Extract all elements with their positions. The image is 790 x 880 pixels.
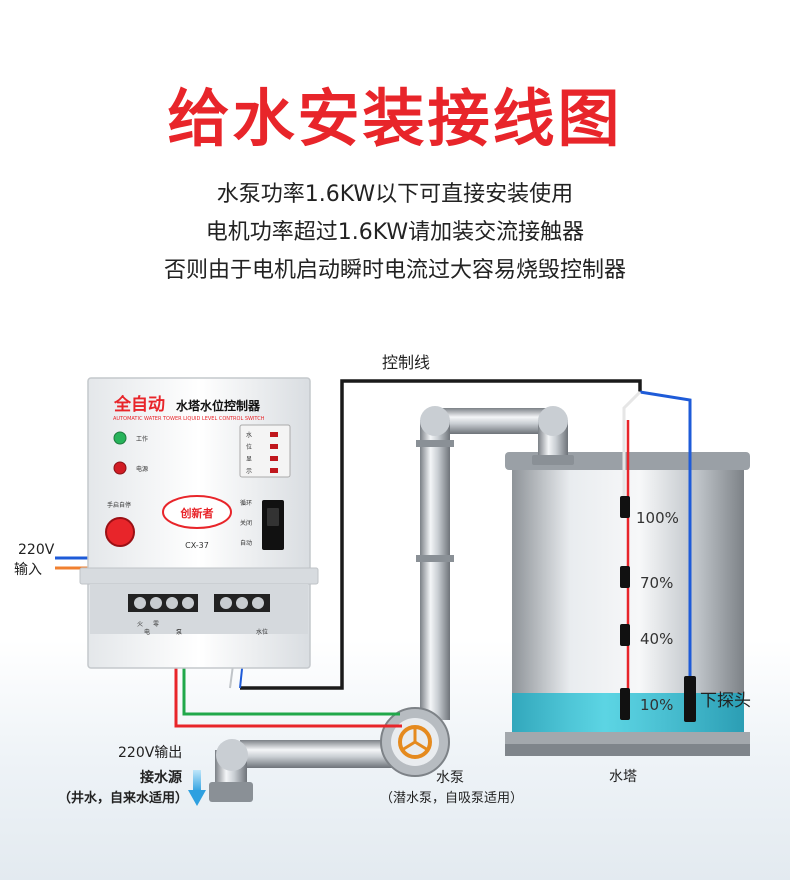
work-led (113, 431, 127, 445)
level-70: 70% (640, 574, 673, 592)
controller-title-red: 全自动 (113, 394, 165, 415)
level-indicator (239, 424, 291, 478)
switch-label: 自动 (240, 539, 252, 547)
terminal-label: 零 (153, 621, 159, 628)
lower-probe-label: 下探头 (700, 691, 751, 711)
level-40: 40% (640, 630, 673, 648)
brand-name: 创新者 (180, 506, 214, 520)
control-line-label: 控制线 (382, 353, 430, 372)
tower-base (505, 744, 750, 756)
source-sublabel: （井水，自来水适用） (58, 790, 188, 806)
input-label-line2: 输入 (14, 562, 42, 578)
level-label: 显 (246, 456, 252, 463)
terminal-label: 泵 (176, 629, 182, 636)
power-led-label: 电源 (136, 465, 148, 473)
note-line: 否则由于电机启动瞬时电流过大容易烧毁控制器 (163, 258, 626, 283)
model-number: CX-37 (185, 541, 209, 550)
controller-subtitle: AUTOMATIC WATER TOWER LIQUID LEVEL CONTR… (113, 416, 265, 422)
tower-bottom-rim (505, 732, 750, 744)
output-label: 220V输出 (118, 745, 182, 761)
source-arrow-icon (188, 770, 206, 806)
switch-label: 关闭 (240, 519, 252, 527)
controller-box: 全自动 水塔水位控制器 AUTOMATIC WATER TOWER LIQUID… (79, 377, 319, 669)
manual-button-label: 手启自停 (107, 501, 131, 509)
level-probes (620, 496, 696, 722)
brand-logo (162, 495, 232, 529)
pump-sublabel: （潜水泵，自吸泵适用） (380, 791, 523, 806)
input-label-line1: 220V (18, 542, 55, 558)
level-10: 10% (640, 696, 673, 714)
power-led (113, 461, 127, 475)
power-terminal (128, 594, 198, 612)
water-pipe (209, 406, 574, 802)
level-100: 100% (636, 509, 679, 527)
terminal-label: 水位 (256, 628, 268, 636)
note-line: 电机功率超过1.6KW请加装交流接触器 (205, 220, 585, 245)
work-led-label: 工作 (136, 435, 148, 443)
tower-label: 水塔 (609, 769, 637, 785)
controller-title: 水塔水位控制器 (176, 398, 261, 413)
pump-label: 水泵 (436, 770, 464, 786)
install-notes: 水泵功率1.6KW以下可直接安装使用 电机功率超过1.6KW请加装交流接触器 否… (0, 176, 790, 290)
level-label: 水 (246, 431, 252, 439)
note-line: 水泵功率1.6KW以下可直接安装使用 (216, 182, 574, 207)
level-label: 示 (246, 468, 252, 475)
water-pump (380, 707, 450, 777)
diagram-labels: 控制线 220V 输入 220V输出 接水源 （井水，自来水适用） 水泵 （潜水… (14, 353, 751, 806)
terminal-label: 电 (144, 628, 150, 636)
manual-start-button[interactable] (105, 517, 135, 547)
page-title: 给水安装接线图 (167, 82, 623, 155)
lower-probe (684, 676, 696, 722)
terminal-label: 火 (137, 621, 143, 628)
level-label: 位 (246, 443, 252, 451)
source-label: 接水源 (140, 769, 182, 786)
switch-label: 循环 (240, 499, 252, 507)
